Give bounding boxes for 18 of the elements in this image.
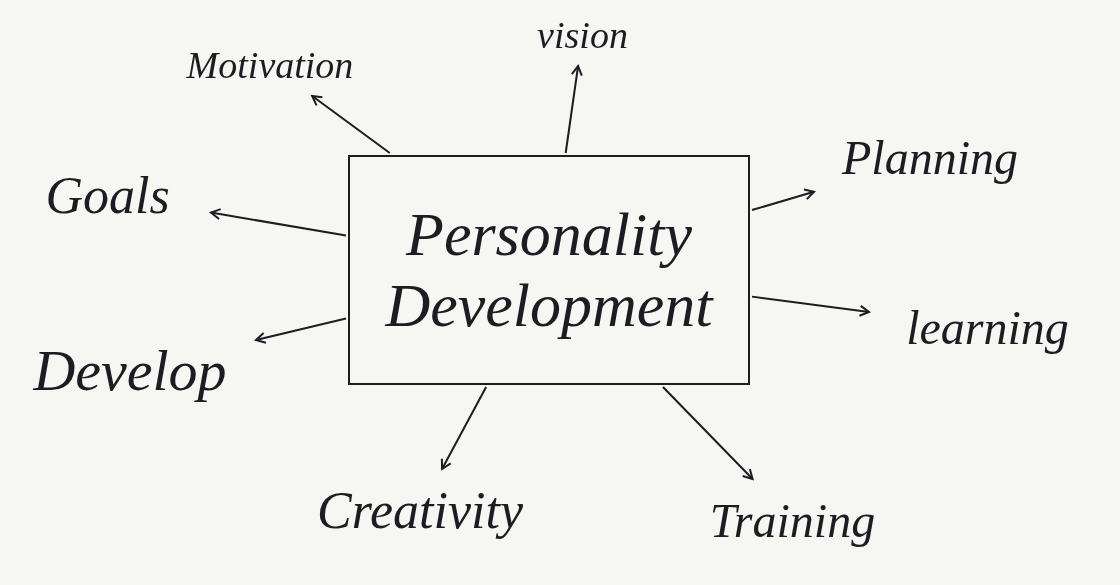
arrow (311, 95, 391, 154)
topic-label: Creativity (285, 475, 555, 545)
topic-label: Motivation (145, 40, 395, 90)
arrow (564, 65, 583, 154)
topic-label: Develop (10, 330, 250, 410)
arrow (661, 386, 754, 480)
central-box (348, 155, 750, 385)
arrow (440, 386, 488, 470)
arrow (751, 188, 815, 212)
arrow (255, 317, 347, 344)
topic-label: vision (495, 10, 670, 60)
arrow (210, 208, 347, 237)
central-text: Personality Development (384, 198, 715, 341)
topic-label: Training (685, 485, 900, 555)
topic-label: Goals (10, 160, 205, 230)
topic-label: learning (875, 295, 1100, 360)
arrow (751, 295, 870, 317)
topic-label: Planning (820, 125, 1040, 190)
